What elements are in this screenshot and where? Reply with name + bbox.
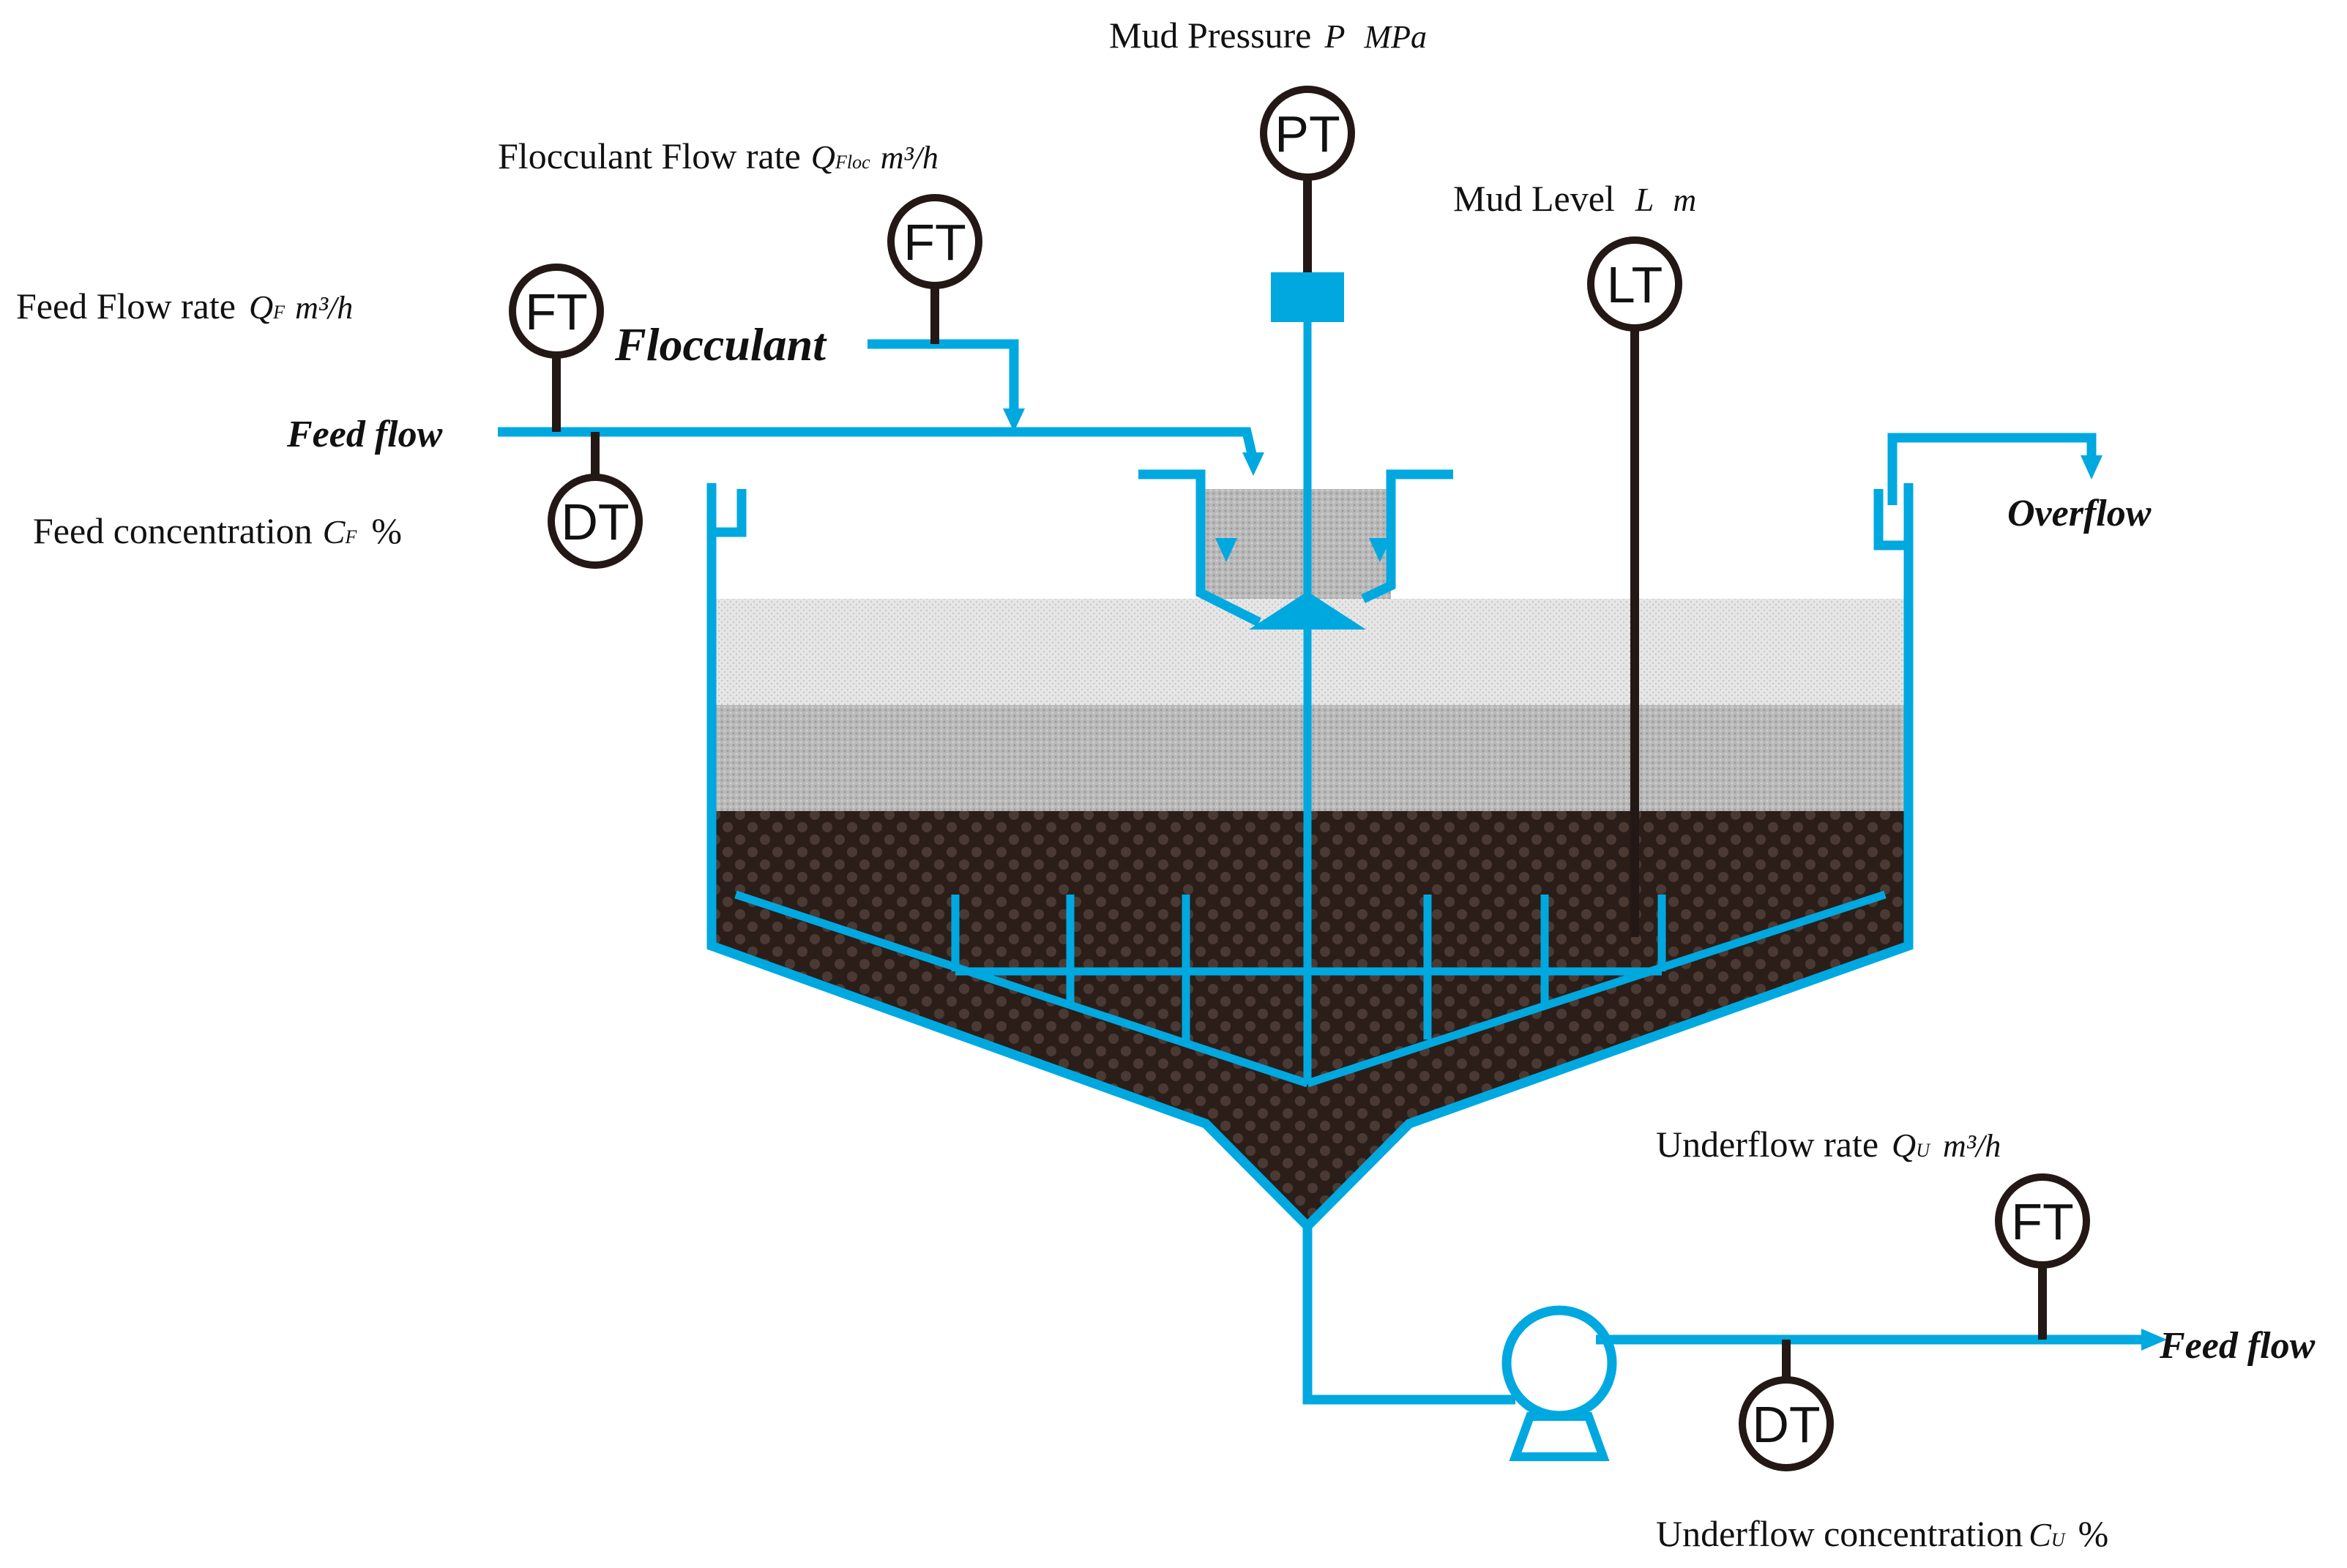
level-transmitter: LT: [1587, 236, 1682, 332]
underflow-pump: [1501, 1305, 1617, 1461]
feed-pipe: [498, 427, 1257, 455]
flocculant-stream-label: Flocculant: [614, 318, 827, 370]
underflow-flow-transmitter: FT: [1995, 1173, 2090, 1269]
feed-concentration-label: Feed concentration CF %: [33, 510, 402, 551]
underflow-pipe: [1302, 1226, 1515, 1405]
rake-mechanism: [734, 322, 1887, 1088]
flocculant-pipe: [867, 339, 1019, 410]
feed-flow-out-label: Feed flow: [2159, 1325, 2316, 1367]
drive-head: [1271, 272, 1344, 322]
dt-under-tag: DT: [1752, 1396, 1820, 1453]
dt-feed-tag: DT: [561, 493, 629, 550]
feed-flow-in-label: Feed flow: [286, 414, 443, 455]
feedwell-right: [1361, 469, 1453, 603]
right-launder: [1873, 489, 1908, 550]
underflow-concentration-label: Underflow concentration CU %: [1656, 1513, 2108, 1554]
pt-tag: PT: [1275, 105, 1340, 163]
underflow-rate-label: Underflow rate QU m³/h: [1656, 1124, 2001, 1165]
mud-level-label: Mud Level L m: [1453, 178, 1696, 219]
ft-feed-tag: FT: [525, 283, 588, 340]
feed-flow-transmitter: FT: [509, 264, 604, 359]
lt-tag: LT: [1607, 256, 1663, 313]
underflow-density-transmitter: DT: [1739, 1376, 1834, 1471]
feedwell-left: [1138, 469, 1261, 627]
instrument-stems: [552, 176, 2047, 1380]
overflow-label: Overflow: [2007, 493, 2152, 534]
ft-floc-tag: FT: [903, 214, 966, 271]
overflow-pipe: [1887, 433, 2097, 505]
feed-flow-rate-label: Feed Flow rate QF m³/h: [16, 285, 353, 326]
left-launder: [712, 489, 747, 537]
flocculant-flow-label: Flocculant Flow rate QFloc m³/h: [498, 135, 939, 176]
feed-pipes: [498, 339, 2145, 1405]
pressure-transmitter: PT: [1260, 86, 1355, 181]
ft-under-tag: FT: [2011, 1193, 2074, 1250]
rake-hub: [1249, 591, 1366, 630]
flocculant-flow-transmitter: FT: [887, 194, 982, 289]
feed-density-transmitter: DT: [548, 474, 643, 569]
mud-pressure-label: Mud Pressure P MPa: [1109, 15, 1427, 56]
arrowheads: [1003, 408, 2167, 1351]
